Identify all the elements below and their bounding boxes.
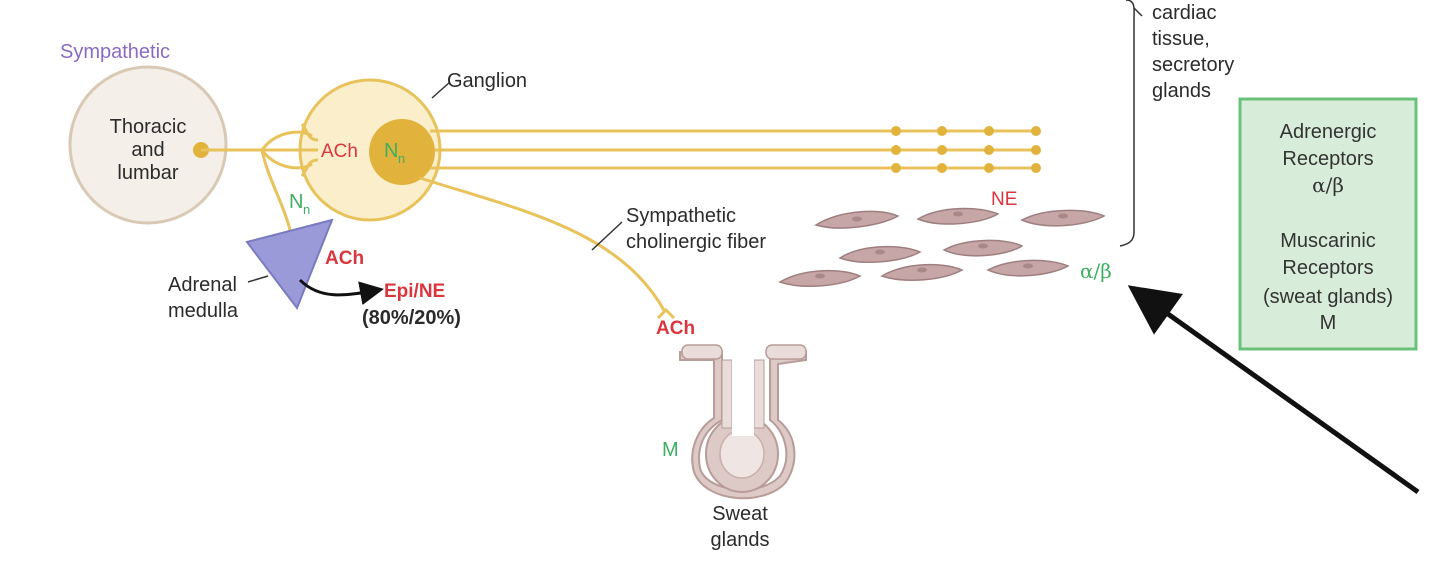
ach-ganglion-label: ACh: [321, 141, 358, 162]
target-label-line2: tissue,: [1152, 28, 1210, 50]
cholinergic-label-line1: Sympathetic: [626, 205, 736, 227]
adrenal-label-line1: Adrenal: [168, 274, 237, 296]
target-label-line1: cardiac: [1152, 2, 1216, 24]
postganglionic-fibers: [430, 126, 1041, 173]
cholinergic-label-line2: cholinergic fiber: [626, 231, 766, 253]
m-sweat-label: M: [662, 439, 679, 461]
receptor-box-line4: Muscarinic: [1280, 230, 1376, 252]
cholinergic-terminal: [656, 307, 676, 320]
cholinergic-fiber: [419, 176, 667, 313]
receptor-box-line6: (sweat glands): [1263, 286, 1393, 308]
target-brace: [1119, 0, 1135, 247]
receptor-box-line5: Receptors: [1282, 257, 1373, 279]
pointer-arrow: [1127, 285, 1420, 495]
adrenal-medulla-shape: [245, 218, 334, 311]
thoracic-label-line2: and: [131, 139, 164, 161]
thoracic-label-line3: lumbar: [117, 162, 178, 184]
ach-sweat-label: ACh: [656, 318, 695, 339]
target-label-line3: secretory: [1152, 54, 1234, 76]
nn-ganglion-subscript: n: [398, 151, 405, 166]
epi-ratio-label: (80%/20%): [362, 307, 461, 329]
adrenal-label-line2: medulla: [168, 300, 239, 322]
sweat-gland-shape: [679, 344, 807, 500]
spinal-segment-circle: [68, 65, 228, 225]
ganglion-label: Ganglion: [447, 70, 527, 92]
ganglion-synapse-terminals: [260, 123, 319, 177]
receptor-box: [1238, 97, 1418, 351]
target-label-line4: glands: [1152, 80, 1211, 102]
smooth-muscle-cells: [778, 207, 1106, 287]
receptor-box-line2: Receptors: [1282, 148, 1373, 170]
nn-branch-subscript: n: [303, 202, 310, 217]
receptor-box-line1: Adrenergic: [1280, 121, 1377, 143]
receptor-box-line3: α/β: [1312, 173, 1344, 197]
ganglion-nucleus: [369, 119, 435, 185]
adrenal-leader-line: [247, 275, 269, 283]
ach-adrenal-label: ACh: [325, 248, 364, 269]
target-brace-tip: [1133, 7, 1143, 17]
epi-ne-arrow: [298, 278, 384, 306]
nn-ganglion-label: N: [384, 140, 398, 162]
sweat-label-line1: Sweat: [712, 503, 768, 525]
sympathetic-label: Sympathetic: [60, 41, 170, 63]
cholinergic-leader-line: [591, 221, 623, 251]
epi-ne-label: Epi/NE: [384, 281, 445, 302]
adrenal-branch-fiber: [260, 149, 294, 239]
smooth-muscle-nuclei: [815, 211, 1068, 279]
sweat-label-line2: glands: [711, 529, 770, 551]
receptor-box-line7: M: [1320, 312, 1337, 334]
ne-label: NE: [991, 189, 1017, 210]
nn-branch-label: N: [289, 191, 303, 213]
thoracic-label-line1: Thoracic: [110, 116, 187, 138]
ganglion-leader-line: [431, 81, 451, 99]
alpha-beta-label: α/β: [1080, 259, 1112, 283]
